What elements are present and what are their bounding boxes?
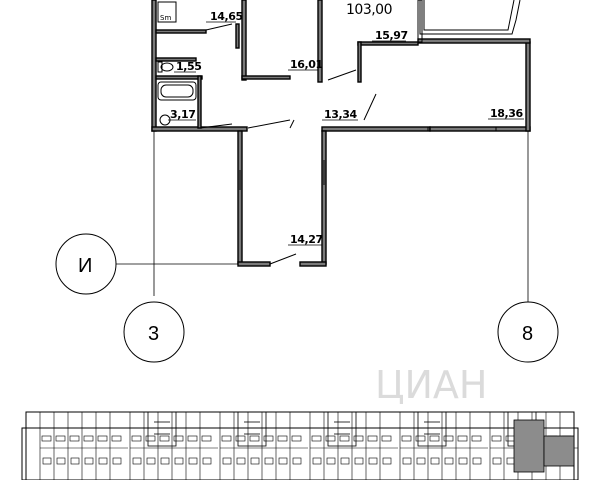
key-plan-line [368, 457, 378, 465]
key-plan-line [327, 411, 357, 447]
key-plan-line [249, 435, 260, 442]
key-plan-line [402, 457, 412, 465]
key-plan-line [429, 435, 440, 442]
key-plan-line [237, 411, 267, 447]
key-plan-line [131, 435, 142, 442]
key-plan-line [202, 457, 212, 465]
key-plan-line [250, 457, 260, 465]
key-plan-line [264, 457, 274, 465]
key-plan-line [353, 435, 364, 442]
key-plan-line [236, 457, 246, 465]
axis-col-right-label: 8 [522, 323, 533, 345]
highlighted-apartment [513, 419, 545, 473]
plumbing-fixtures: Sm [157, 1, 197, 126]
watermark-text: ЦИАН [375, 363, 488, 407]
appliance-label: Sm [160, 14, 171, 22]
key-plan-line [222, 457, 232, 465]
key-plan-line [401, 435, 412, 442]
area-bedroom: 14,27 [290, 233, 323, 246]
key-plan-line [458, 457, 468, 465]
key-plan-line [83, 435, 94, 442]
key-plan-line [173, 435, 184, 442]
key-plan-line [111, 435, 122, 442]
key-plan-line [417, 411, 447, 447]
key-plan-line [471, 435, 482, 442]
total-area: 103,00 [346, 2, 392, 18]
key-plan-line [84, 457, 94, 465]
area-hall: 13,34 [324, 108, 358, 121]
key-plan-line [132, 457, 142, 465]
key-plan-line [69, 435, 80, 442]
key-plan-line [221, 435, 232, 442]
key-plan-line [235, 435, 246, 442]
key-plan-line [457, 435, 468, 442]
room-labels: 103,00 14,65 16,01 15,97 1,55 3,17 13,34… [168, 2, 524, 246]
key-plan-line [188, 457, 198, 465]
key-plan-line [292, 457, 302, 465]
key-plan-line [147, 411, 177, 447]
area-room-a: 16,01 [290, 58, 323, 71]
axis-col-left-label: 3 [148, 323, 159, 345]
key-plan-line [70, 457, 80, 465]
key-plan-line [472, 457, 482, 465]
door-swings [199, 23, 377, 265]
key-plan-line [354, 457, 364, 465]
key-plan-line [382, 457, 392, 465]
area-wardrobe: 14,65 [210, 10, 243, 23]
key-plan-line [159, 435, 170, 442]
axis-marker-row [55, 233, 117, 295]
key-plan-line [278, 457, 288, 465]
key-plan-line [312, 457, 322, 465]
axis-marker-left [123, 301, 185, 363]
key-plan-line [174, 457, 184, 465]
key-plan-line [491, 435, 502, 442]
area-living: 18,36 [490, 107, 524, 120]
key-plan-line [42, 457, 52, 465]
key-plan-line [187, 435, 198, 442]
key-plan-line [277, 435, 288, 442]
key-plan-line [416, 457, 426, 465]
key-plan-line [339, 435, 350, 442]
key-plan-line [340, 457, 350, 465]
axis-row-label: И [78, 255, 92, 277]
key-plan-line [326, 457, 336, 465]
axis-markers: И 3 8 [55, 233, 559, 363]
key-plan-line [291, 435, 302, 442]
key-plan-line [367, 435, 378, 442]
key-plan-line [160, 457, 170, 465]
key-plan-line [444, 457, 454, 465]
windows [239, 38, 510, 190]
axis-lines [116, 131, 529, 302]
key-plan-line [311, 435, 322, 442]
key-plan-line [41, 435, 52, 442]
key-plan-line [201, 435, 212, 442]
axis-marker-right [497, 301, 559, 363]
key-plan-line [56, 457, 66, 465]
key-plan-line [415, 435, 426, 442]
loggia [419, 0, 521, 35]
key-plan-line [146, 457, 156, 465]
building-key-plan [21, 411, 579, 480]
area-room-b: 15,97 [375, 29, 408, 42]
key-plan-line [145, 435, 156, 442]
area-wc: 1,55 [176, 60, 202, 73]
key-plan-line [430, 457, 440, 465]
key-plan-line [381, 435, 392, 442]
area-bath: 3,17 [170, 108, 196, 121]
key-plan-line [325, 435, 336, 442]
key-plan-line [55, 435, 66, 442]
key-plan-line [112, 457, 122, 465]
key-plan-line [443, 435, 454, 442]
key-plan-line [97, 435, 108, 442]
key-plan-line [492, 457, 502, 465]
key-plan-line [98, 457, 108, 465]
watermark: ЦИАН [375, 363, 488, 407]
apartment-walls [151, 0, 531, 267]
key-plan-line [263, 435, 274, 442]
